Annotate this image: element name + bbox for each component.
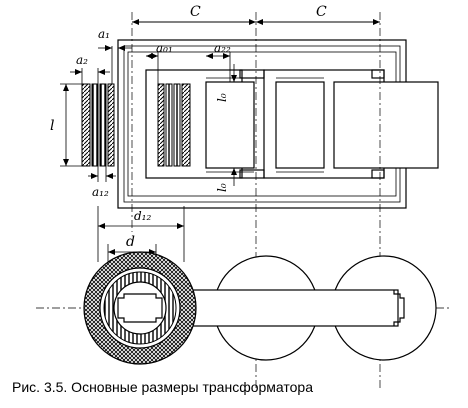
winding-middle-section xyxy=(157,83,191,167)
label-l: l xyxy=(50,118,54,134)
dimension-a12 xyxy=(88,166,116,182)
yoke-band xyxy=(179,289,399,327)
dimension-l xyxy=(60,83,82,167)
yoke-stub-bottom-right xyxy=(371,169,385,179)
coil-blocks xyxy=(205,77,439,173)
label-a1: a₁ xyxy=(98,27,110,41)
label-c-right: C xyxy=(316,4,327,20)
winding-inner-left-c xyxy=(107,83,115,167)
label-l0-bottom: l₀ xyxy=(215,183,229,192)
label-d: d xyxy=(126,234,135,250)
label-c-left: C xyxy=(190,4,201,20)
yoke-stub-top-right xyxy=(371,69,385,79)
label-a01: a₀₁ xyxy=(156,41,173,55)
dimension-a1-a2 xyxy=(70,40,132,84)
dimension-d12 xyxy=(97,206,185,262)
winding-mid-a xyxy=(157,83,165,167)
winding-inner-left-a xyxy=(91,83,99,167)
figure-caption: Рис. 3.5. Основные размеры трансформатор… xyxy=(12,379,313,395)
label-a12: a₁₂ xyxy=(92,185,109,199)
winding-outer-left xyxy=(81,83,91,167)
winding-inner-left-b xyxy=(99,83,107,167)
cross-section-view xyxy=(83,251,437,365)
label-a2: a₂ xyxy=(76,53,88,67)
winding-mid-b xyxy=(165,83,173,167)
coil-block-3 xyxy=(333,81,439,169)
winding-mid-c xyxy=(173,83,181,167)
coil-block-1 xyxy=(205,81,255,169)
core-stepped-section xyxy=(117,293,163,323)
label-l0-top: l₀ xyxy=(215,93,229,102)
winding-left-section xyxy=(81,83,115,167)
yoke-stub-top xyxy=(239,69,265,79)
yoke-stub-bottom xyxy=(239,169,265,179)
label-d12: d₁₂ xyxy=(134,209,151,223)
dimension-a01-a22 xyxy=(146,52,231,84)
winding-mid-d xyxy=(181,83,191,167)
coil-block-2 xyxy=(275,81,325,169)
label-a22: a₂₂ xyxy=(214,41,231,55)
